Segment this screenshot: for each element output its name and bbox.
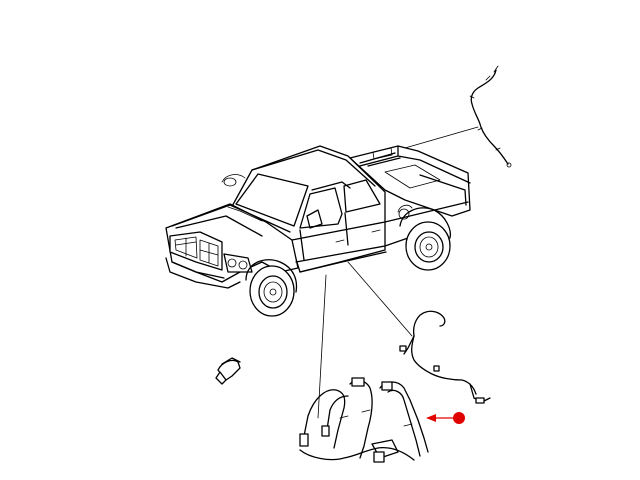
rear-wheel [399,207,452,271]
pickup-truck [165,145,471,317]
front-wheel [245,259,298,317]
highlight-callout [426,412,465,424]
door-wiring-harness [399,310,491,404]
truck-bed [349,145,471,220]
main-body-harness [299,377,429,463]
leader-lines [317,126,479,419]
plug-connector-part [215,357,241,385]
rear-wiring-harness [469,65,512,168]
callout-marker-dot [453,412,465,424]
truck-front [165,203,299,289]
truck-body-side [291,201,469,273]
